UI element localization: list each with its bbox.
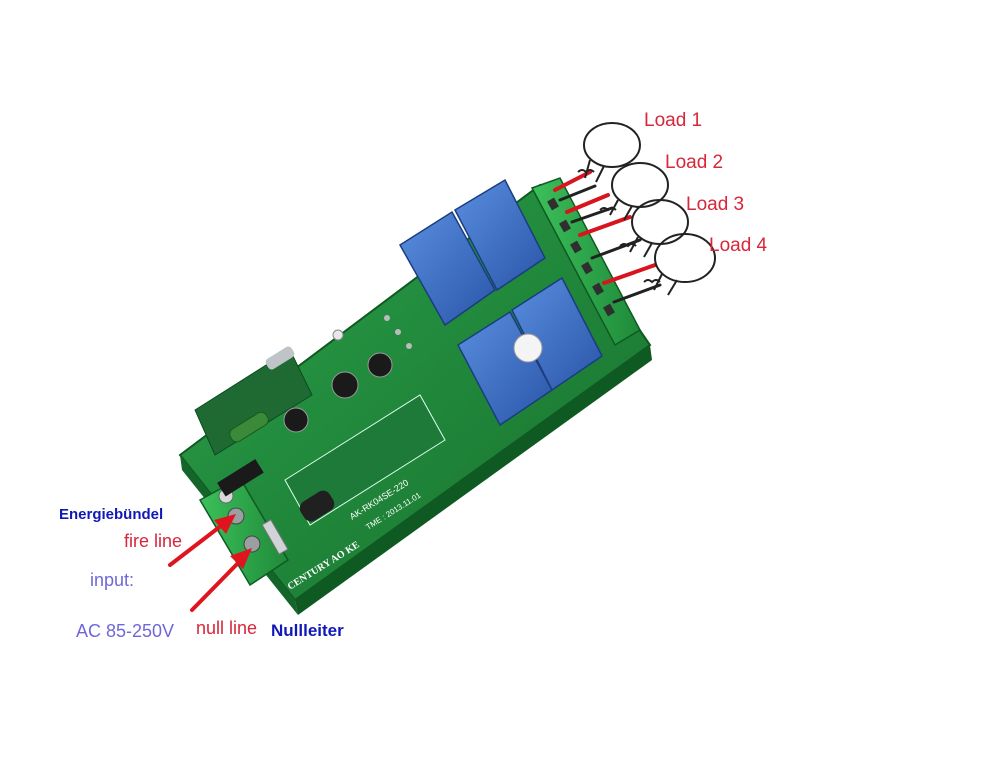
output-terminal-block <box>530 177 641 347</box>
null-line-arrow <box>190 556 245 612</box>
load-4-label: Load 4 <box>709 235 768 256</box>
fire-line-arrow <box>168 520 228 567</box>
bulb-load-2 <box>599 162 669 221</box>
nullleiter-label: Nullleiter <box>271 621 344 640</box>
relay-2 <box>454 178 546 292</box>
relays <box>398 178 603 427</box>
qc-sticker <box>513 333 543 363</box>
energiebuendel-label: Energiebündel <box>59 506 164 523</box>
fire-line-arrowhead <box>214 514 236 534</box>
relay-4 <box>511 276 603 392</box>
relay-1 <box>398 210 496 327</box>
null-line-label: null line <box>196 618 258 638</box>
load-3-label: Load 3 <box>686 194 745 215</box>
components <box>194 315 446 555</box>
ac-range-label: AC 85-250V <box>76 621 175 641</box>
fire-line-label: fire line <box>124 531 183 551</box>
bulb-load-4 <box>643 233 716 296</box>
input-label: input: <box>90 570 135 590</box>
null-line-arrowhead <box>230 548 252 569</box>
load-1-label: Load 1 <box>644 110 703 131</box>
input-arrows <box>168 514 252 612</box>
bulb-load-1 <box>577 122 641 183</box>
load-2-label: Load 2 <box>665 152 724 173</box>
load-wires <box>553 170 657 285</box>
